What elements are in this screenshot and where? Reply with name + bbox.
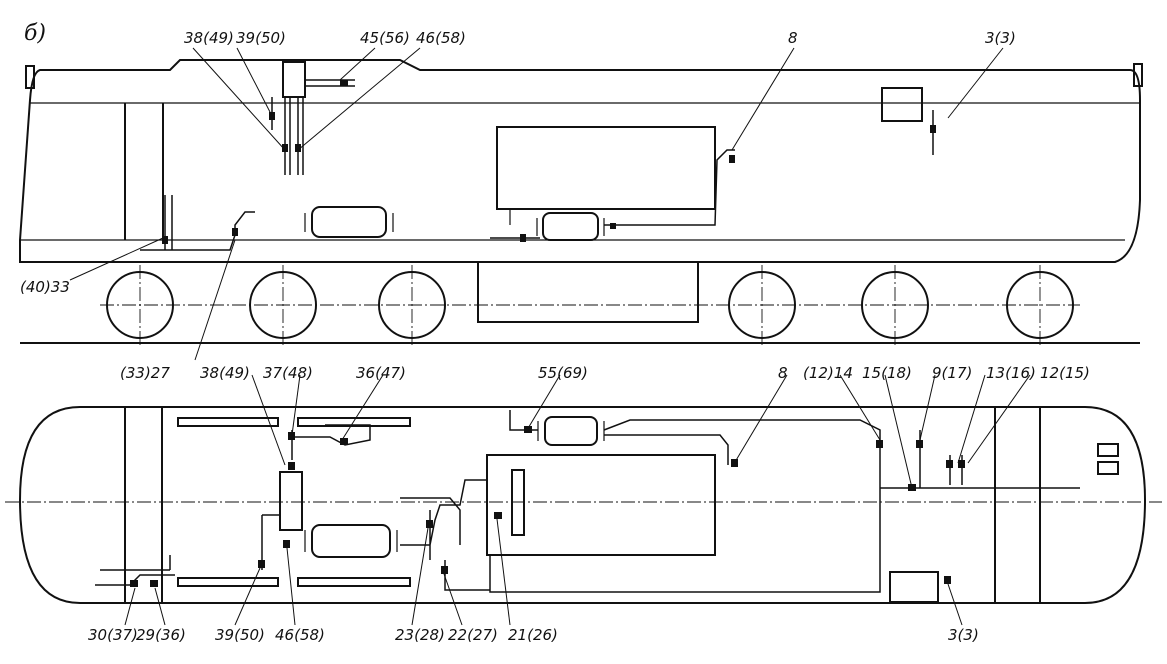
label-22-27: 22(27) <box>448 626 498 644</box>
label-38-49-top: 38(49) <box>184 29 234 47</box>
valve-panel <box>279 471 303 531</box>
plan-engine-block <box>486 454 716 556</box>
label-37-48: 37(48) <box>263 364 313 382</box>
plan-reservoir-2 <box>537 416 605 446</box>
label-23-28: 23(28) <box>395 626 445 644</box>
bottom-leaders <box>124 518 963 626</box>
wheels <box>100 265 1080 345</box>
plan-reservoir-1 <box>304 524 398 558</box>
engine-block <box>496 126 716 210</box>
beam-4 <box>297 577 411 587</box>
body-outline <box>19 59 1141 263</box>
label-3-3-top: 3(3) <box>985 29 1016 47</box>
label-15-18: 15(18) <box>862 364 912 382</box>
label-55-69: 55(69) <box>538 364 588 382</box>
label-45-56: 45(56) <box>360 29 410 47</box>
label-8-top: 8 <box>788 29 798 47</box>
label-12-14: (12)14 <box>803 364 853 382</box>
window-1 <box>1097 443 1119 457</box>
window-2 <box>1097 461 1119 475</box>
plan-generator <box>511 469 525 536</box>
top-leaders <box>69 47 1004 281</box>
plan-outline <box>18 406 1147 604</box>
valve-block <box>282 61 306 98</box>
label-39-50-top: 39(50) <box>236 29 286 47</box>
buffer-left <box>25 65 35 89</box>
label-29-36: 29(36) <box>136 626 186 644</box>
label-39-50-bottom: 39(50) <box>215 626 265 644</box>
plan-valve-markers <box>130 426 965 587</box>
side-view: 38(49) 39(50) 45(56) 46(58) 8 3(3) (40)3… <box>19 29 1143 345</box>
air-reservoir-1 <box>304 206 394 238</box>
figure-label: б) <box>24 21 46 46</box>
air-reservoir-2 <box>536 212 605 241</box>
buffer-right <box>1133 63 1143 87</box>
plan-reservoir-box <box>889 571 939 603</box>
label-9-17: 9(17) <box>932 364 972 382</box>
label-21-26: 21(26) <box>508 626 558 644</box>
label-46-58-bottom: 46(58) <box>275 626 325 644</box>
fuel-tank <box>477 261 699 323</box>
reservoir-box <box>881 87 923 122</box>
valve-markers <box>162 80 936 244</box>
pipe-left <box>140 195 255 251</box>
label-13-16: 13(16) <box>986 364 1036 382</box>
plan-view <box>5 406 1162 626</box>
label-36-47: 36(47) <box>356 364 406 382</box>
label-3-3-bottom: 3(3) <box>948 626 979 644</box>
label-30-37: 30(37) <box>88 626 138 644</box>
label-46-58-top: 46(58) <box>416 29 466 47</box>
plan-pipes <box>95 410 1080 593</box>
label-33-27: (33)27 <box>120 364 170 382</box>
label-40-33: (40)33 <box>20 278 70 296</box>
beam-3 <box>177 577 279 587</box>
pipe-engine <box>604 149 735 226</box>
pipes-vertical <box>271 97 304 175</box>
label-38-49-mid: 38(49) <box>200 364 250 382</box>
label-8-mid: 8 <box>778 364 788 382</box>
beam-2 <box>297 417 411 427</box>
label-12-15: 12(15) <box>1040 364 1090 382</box>
beam-1 <box>177 417 279 427</box>
